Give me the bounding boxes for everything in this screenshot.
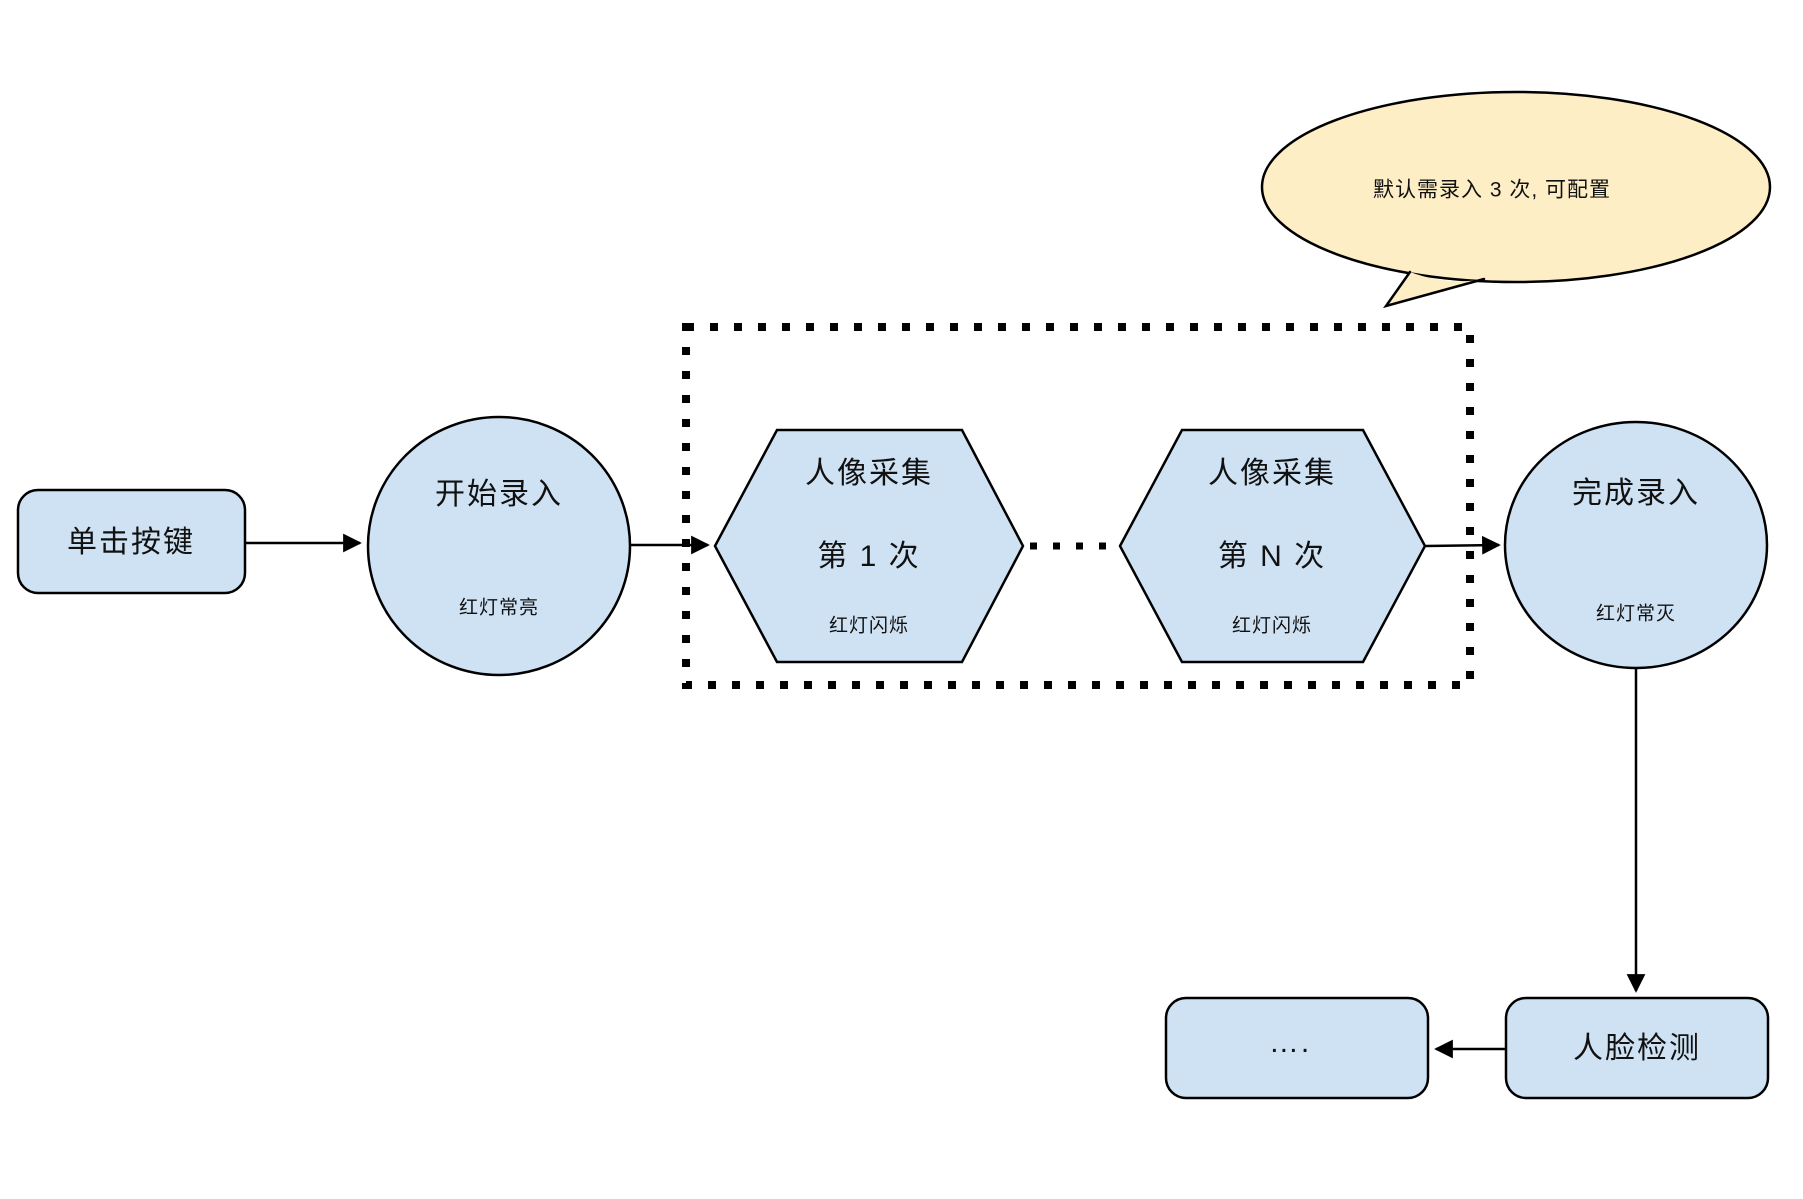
finish-record-label: 完成录入 bbox=[1572, 477, 1700, 510]
finish-record-sublabel: 红灯常灭 bbox=[1595, 603, 1677, 625]
start-record-sublabel: 红灯常亮 bbox=[458, 597, 540, 619]
capture-nth-sublabel: 红灯闪烁 bbox=[1231, 615, 1313, 637]
callout-bubble-tail bbox=[1382, 270, 1486, 309]
capture-nth-line1: 人像采集 bbox=[1208, 457, 1336, 490]
click-button-label: 单击按键 bbox=[67, 526, 195, 559]
callout-bubble bbox=[1260, 90, 1772, 284]
capture-first-hexagon bbox=[713, 428, 1025, 664]
face-detect-label: 人脸检测 bbox=[1573, 1032, 1701, 1065]
capture-first-sublabel: 红灯闪烁 bbox=[828, 615, 910, 637]
capture-nth-hexagon bbox=[1118, 428, 1427, 664]
click-button-node bbox=[16, 488, 247, 595]
arrow-captureN-to-finish bbox=[1425, 535, 1501, 555]
start-record-node bbox=[366, 415, 632, 677]
start-record-label: 开始录入 bbox=[435, 478, 563, 511]
ellipsis-node bbox=[1164, 996, 1430, 1100]
repeat-group-dotted-border bbox=[682, 323, 1474, 689]
ellipsis-label: …. bbox=[1268, 1026, 1312, 1059]
capture-first-line1: 人像采集 bbox=[805, 457, 933, 490]
callout-bubble-tail-fill bbox=[1386, 272, 1484, 306]
capture-first-line2: 第 1 次 bbox=[817, 540, 921, 573]
finish-record-node bbox=[1503, 420, 1769, 670]
face-detect-node bbox=[1504, 996, 1770, 1100]
callout-text: 默认需录入 3 次, 可配置 bbox=[1372, 178, 1612, 202]
capture-nth-line2: 第 N 次 bbox=[1217, 540, 1327, 573]
